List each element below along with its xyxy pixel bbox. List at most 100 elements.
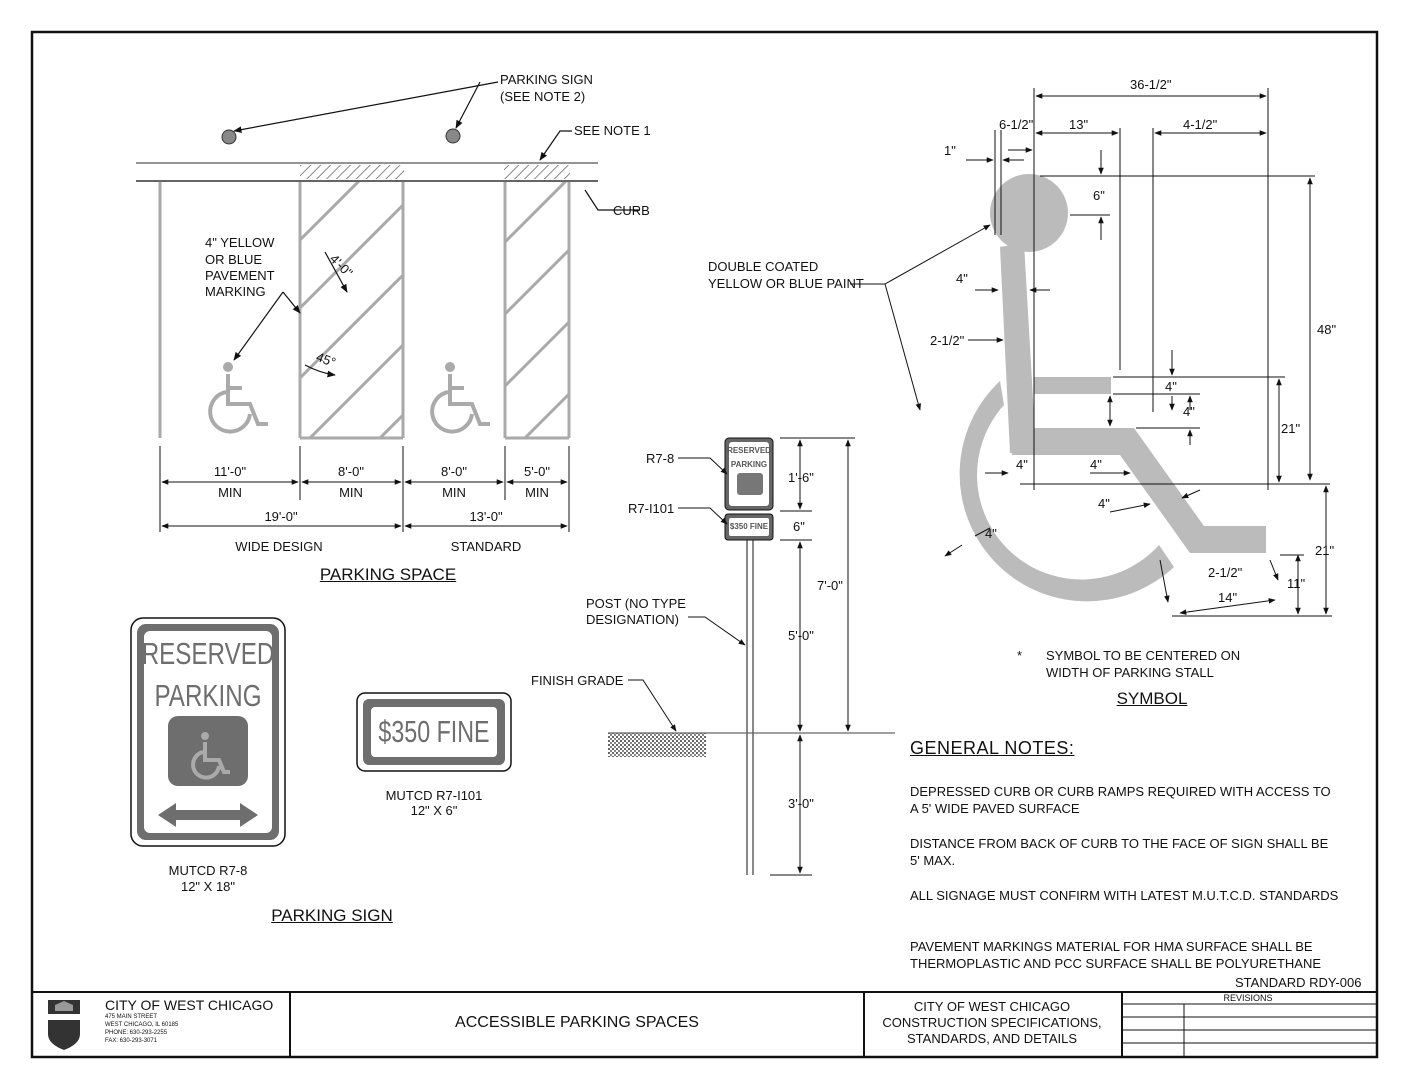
spec-line-2: CONSTRUCTION SPECIFICATIONS,	[882, 1015, 1102, 1030]
general-note-2: DISTANCE FROM BACK OF CURB TO THE FACE O…	[910, 836, 1329, 868]
symbol-note-2: WIDTH OF PARKING STALL	[1046, 665, 1214, 680]
sign-parking-text: PARKING	[154, 678, 262, 713]
r78-caption-2: 12" X 18"	[180, 879, 236, 894]
title-block-address2: WEST CHICAGO, IL 60185	[105, 1022, 179, 1028]
general-note-4: PAVEMENT MARKINGS MATERIAL FOR HMA SURFA…	[910, 939, 1322, 971]
dim-8ft-b: 8'-0"	[441, 464, 467, 479]
wheelchair-icon-standard	[430, 362, 490, 434]
dim-min-3: MIN	[442, 485, 466, 500]
wide-design-label: WIDE DESIGN	[235, 539, 323, 554]
finish-grade-hatch	[608, 733, 706, 757]
symbol-dimensions	[850, 88, 1332, 617]
paint-callout-1: DOUBLE COATED	[708, 259, 819, 274]
reserved-parking-sign	[130, 617, 286, 847]
revisions-grid	[1122, 1003, 1377, 1057]
post-dim-sign: 1'-6"	[788, 470, 814, 485]
title-block-phone: PHONE: 630-293-2255	[105, 1030, 168, 1036]
symbol-note-1: SYMBOL TO BE CENTERED ON	[1046, 648, 1241, 663]
wheelchair-symbol-detail	[959, 174, 1266, 602]
parking-sign-dot-2	[445, 128, 461, 144]
fine-plate-text: $350 FINE	[378, 714, 490, 749]
fine-plate-sign	[356, 692, 512, 772]
sym-dim-4b: 4"	[1016, 457, 1028, 472]
sym-dim-1: 1"	[944, 143, 956, 158]
r78-callout: R7-8	[646, 451, 675, 466]
dim-8ft-a: 8'-0"	[338, 464, 364, 479]
sym-dim-4-h1: 4"	[1165, 379, 1177, 394]
marking-callout-4: MARKING	[205, 284, 266, 299]
spec-line-1: CITY OF WEST CHICAGO	[913, 999, 1071, 1014]
standard-label: STANDARD	[450, 539, 522, 554]
dim-11ft: 11'-0"	[213, 464, 247, 479]
mini-sign-reserved: RESERVED	[727, 446, 771, 455]
sym-dim-36half: 36-1/2"	[1130, 77, 1172, 92]
sym-dim-2half-a: 2-1/2"	[930, 333, 965, 348]
general-note-1: DEPRESSED CURB OR CURB RAMPS REQUIRED WI…	[910, 784, 1331, 816]
wheelchair-icon-sign	[191, 732, 230, 780]
mini-plate-fine: $350 FINE	[729, 522, 769, 531]
sym-dim-6half: 6-1/2"	[999, 117, 1034, 132]
post-dim-plate: 6"	[793, 519, 805, 534]
sym-dim-11: 11"	[1287, 576, 1306, 591]
sym-dim-48: 48"	[1317, 322, 1337, 337]
sym-dim-21b: 21"	[1315, 543, 1335, 558]
double-arrow-icon	[158, 803, 258, 827]
dim-min-1: MIN	[218, 485, 242, 500]
dim-wide-total: 19'-0"	[264, 509, 298, 524]
mini-sign-parking: PARKING	[730, 460, 768, 469]
fine-caption-2: 12" X 6"	[410, 803, 458, 818]
dim-min-4: MIN	[525, 485, 549, 500]
post-dim-bury: 3'-0"	[788, 796, 814, 811]
spec-line-3: STANDARDS, AND DETAILS	[907, 1031, 1077, 1046]
wheelchair-icon-wide	[208, 362, 268, 434]
symbol-note-star: *	[1017, 648, 1023, 663]
post-dim-clear: 5'-0"	[788, 628, 814, 643]
sym-dim-14: 14"	[1218, 590, 1238, 605]
r7i101-callout: R7-I101	[628, 501, 675, 516]
sym-dim-4c: 4"	[1090, 457, 1102, 472]
r78-caption-1: MUTCD R7-8	[168, 863, 248, 878]
title-block-address1: 475 MAIN STREET	[105, 1014, 158, 1020]
parking-space-title: PARKING SPACE	[319, 565, 457, 584]
general-notes-heading: GENERAL NOTES:	[910, 738, 1075, 758]
revisions-header: REVISIONS	[1223, 993, 1273, 1003]
sym-dim-6: 6"	[1093, 188, 1105, 203]
drawing-title: ACCESSIBLE PARKING SPACES	[455, 1014, 699, 1031]
sym-dim-4d: 4"	[1098, 496, 1110, 511]
parking-sign-callout-1: PARKING SIGN	[500, 72, 593, 87]
sym-dim-21a: 21"	[1281, 421, 1301, 436]
finish-grade-callout: FINISH GRADE	[531, 673, 624, 688]
hatch-note1-b	[504, 165, 570, 179]
marking-callout-2: OR BLUE	[205, 252, 263, 267]
city-seal-icon	[48, 1000, 80, 1050]
parking-space-plan	[136, 81, 640, 532]
hatch-note1-a	[300, 165, 404, 179]
marking-callout-3: PAVEMENT	[205, 268, 275, 283]
sym-dim-4-h2: 4"	[1183, 404, 1195, 419]
parking-sign-callout-2: (SEE NOTE 2)	[500, 89, 586, 104]
sign-post-elevation	[608, 437, 895, 876]
symbol-title: SYMBOL	[1116, 689, 1188, 708]
post-callout-1: POST (NO TYPE	[586, 596, 686, 611]
sym-dim-13: 13"	[1069, 117, 1089, 132]
sym-dim-2half-b: 2-1/2"	[1208, 565, 1243, 580]
parking-sign-title: PARKING SIGN	[271, 906, 393, 925]
general-note-3: ALL SIGNAGE MUST CONFIRM WITH LATEST M.U…	[910, 888, 1339, 903]
dim-5ft: 5'-0"	[524, 464, 550, 479]
fine-caption-1: MUTCD R7-I101	[385, 788, 483, 803]
sym-dim-4a: 4"	[956, 271, 968, 286]
title-block-city: CITY OF WEST CHICAGO	[105, 997, 274, 1013]
paint-callout-2: YELLOW OR BLUE PAINT	[708, 276, 864, 291]
dim-std-total: 13'-0"	[469, 509, 503, 524]
marking-callout-1: 4" YELLOW	[205, 235, 275, 250]
see-note1-callout: SEE NOTE 1	[574, 123, 651, 138]
curb-callout: CURB	[613, 203, 650, 218]
standard-id: STANDARD RDY-006	[1235, 975, 1362, 990]
dim-min-2: MIN	[339, 485, 363, 500]
sym-dim-4e: 4"	[985, 526, 997, 541]
post-callout-2: DESIGNATION)	[586, 612, 679, 627]
title-block-fax: FAX: 630-293-3071	[105, 1038, 158, 1044]
parking-sign-dot-1	[221, 129, 237, 145]
sign-reserved-text: RESERVED	[141, 636, 275, 671]
